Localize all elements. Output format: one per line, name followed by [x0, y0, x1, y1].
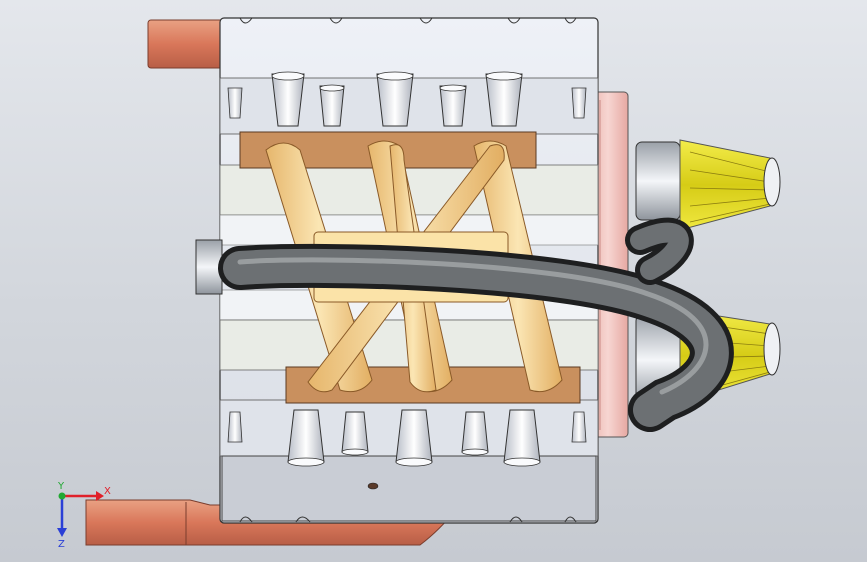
lower-ports — [227, 409, 587, 467]
y-axis-label: Y — [57, 481, 65, 492]
x-arrowhead-icon — [96, 491, 104, 501]
upper-ports — [227, 71, 587, 127]
z-axis-label: Z — [58, 539, 65, 550]
z-arrowhead-icon — [57, 528, 67, 537]
axis-triad: X Y Z — [57, 481, 111, 550]
y-axis-dot-icon — [58, 492, 66, 500]
breather-hose[interactable] — [218, 217, 734, 432]
x-axis-label: X — [104, 486, 111, 497]
air-filter-top[interactable] — [635, 139, 781, 231]
